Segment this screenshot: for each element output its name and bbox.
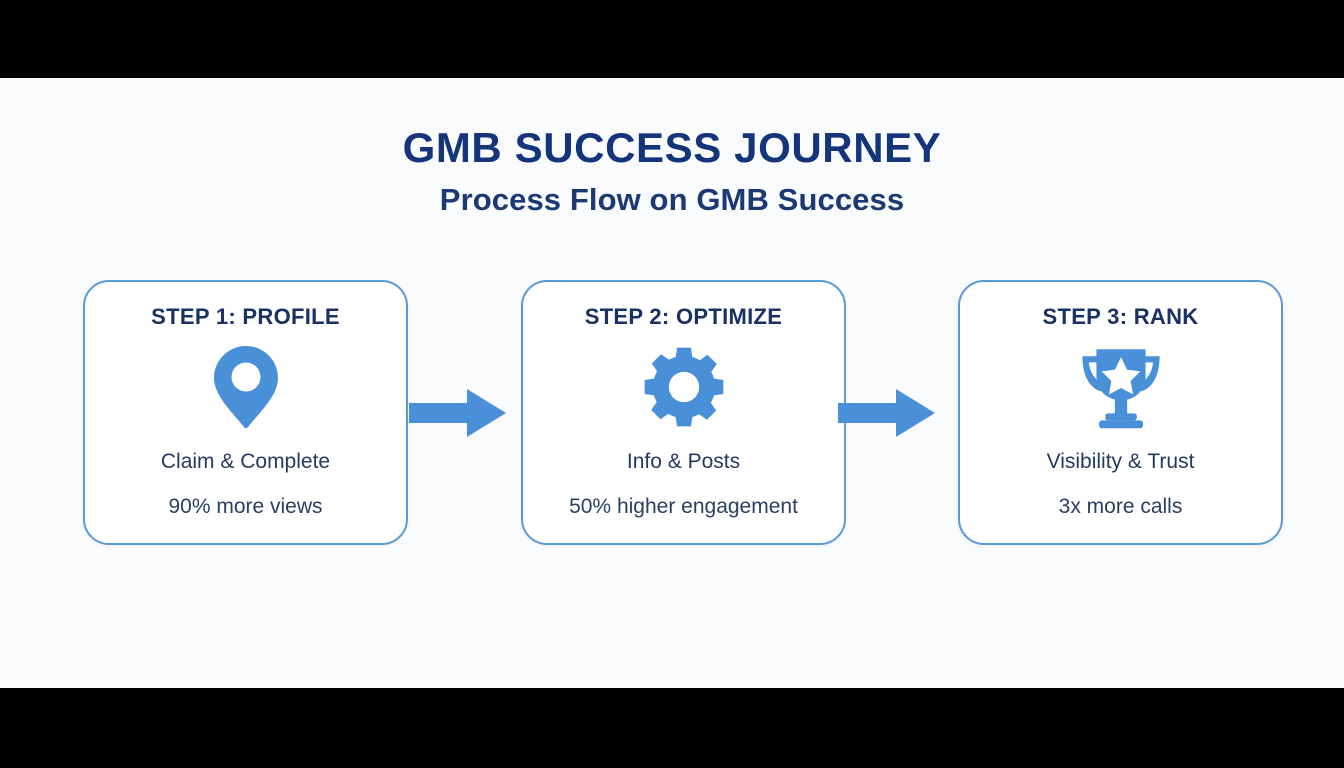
- step-card-1-title: STEP 1: PROFILE: [151, 304, 340, 329]
- letterbox-bar-bottom: [0, 688, 1344, 768]
- step-card-1[interactable]: STEP 1: PROFILE Claim & Complete 90% mor…: [83, 280, 408, 545]
- arrow-right-icon: [409, 388, 507, 438]
- step-card-2-caption: Info & Posts: [626, 450, 741, 473]
- process-flow-diagram: STEP 1: PROFILE Claim & Complete 90% mor…: [0, 280, 1344, 550]
- location-pin-icon: [85, 344, 406, 430]
- step-card-2-metric: 50% higher engagement: [569, 495, 798, 518]
- letterbox-bar-top: [0, 0, 1344, 78]
- step-card-2[interactable]: STEP 2: OPTIMIZE: [521, 280, 846, 545]
- step-card-1-metric: 90% more views: [168, 495, 323, 518]
- step-card-3[interactable]: STEP 3: RANK: [958, 280, 1283, 545]
- slide-canvas: GMB SUCCESS JOURNEY Process Flow on GMB …: [0, 78, 1344, 688]
- step-card-1-caption: Claim & Complete: [160, 450, 331, 473]
- page-title: GMB SUCCESS JOURNEY: [402, 124, 942, 171]
- trophy-star-icon: [960, 344, 1281, 430]
- page-subtitle: Process Flow on GMB Success: [439, 181, 905, 217]
- gear-icon: [523, 344, 844, 430]
- step-card-3-title: STEP 3: RANK: [1042, 304, 1199, 329]
- arrow-right-icon: [838, 388, 936, 438]
- step-card-3-metric: 3x more calls: [1058, 495, 1183, 518]
- step-card-2-title: STEP 2: OPTIMIZE: [584, 304, 783, 329]
- step-card-3-caption: Visibility & Trust: [1046, 450, 1195, 473]
- title-block: GMB SUCCESS JOURNEY Process Flow on GMB …: [0, 124, 1344, 217]
